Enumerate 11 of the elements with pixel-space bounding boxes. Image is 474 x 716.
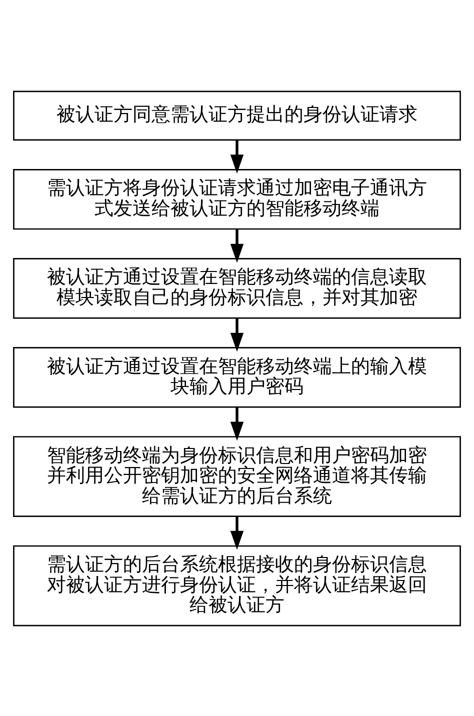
node-box: 被认证方通过设置在智能移动终端上的输入模块输入用户密码 bbox=[13, 346, 461, 408]
arrow bbox=[230, 140, 244, 174]
arrow bbox=[230, 406, 244, 440]
arrow bbox=[230, 228, 244, 262]
node-box: 被认证方通过设置在智能移动终端的信息读取模块读取自己的身份标识信息，并对其加密 bbox=[13, 258, 461, 318]
arrow bbox=[230, 516, 244, 550]
node-box: 被认证方同意需认证方提出的身份认证请求 bbox=[13, 90, 461, 140]
arrow bbox=[230, 318, 244, 352]
node-box: 需认证方的后台系统根据接收的身份标识信息对被认证方进行身份认证，并将认证结果返回给被认证方 bbox=[13, 544, 461, 626]
node-box: 需认证方将身份认证请求通过加密电子通讯方式发送给被认证方的智能移动终端 bbox=[13, 168, 461, 230]
node-box: 智能移动终端为身份标识信息和用户密码加密并利用公开密钥加密的安全网络通道将其传输给需认证方的后台系统 bbox=[13, 436, 461, 516]
